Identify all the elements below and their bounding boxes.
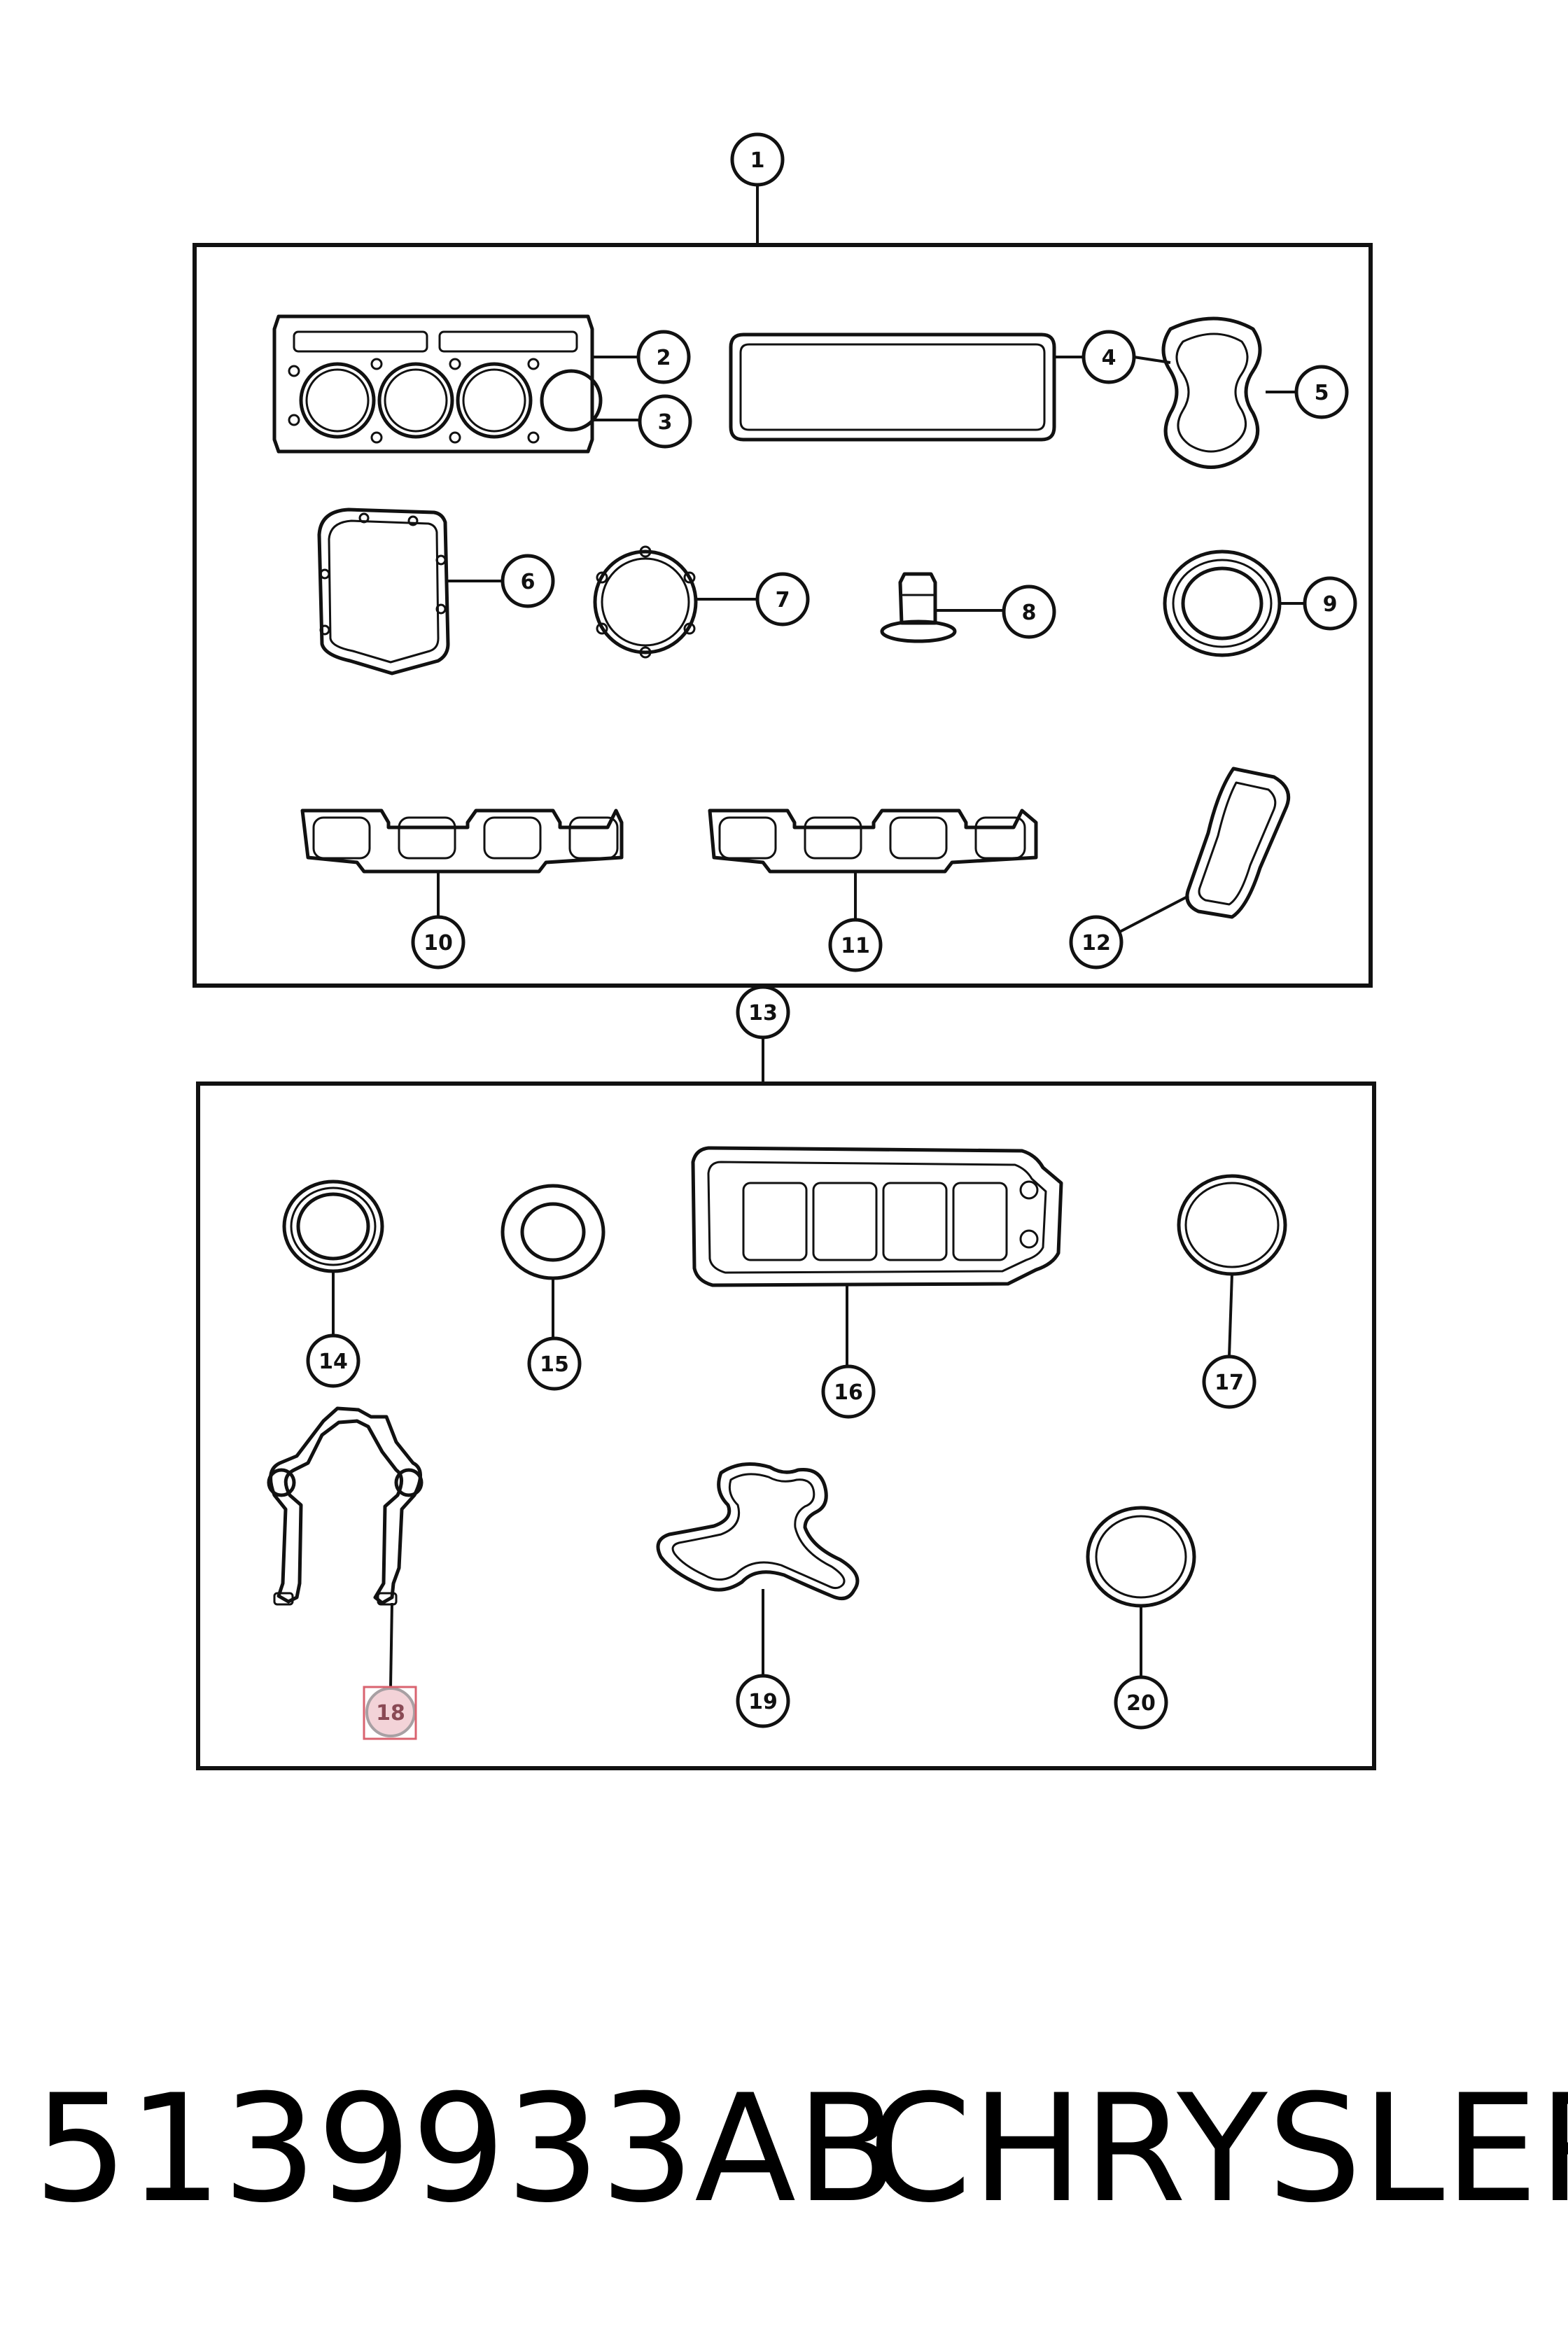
brand-name: CHRYSLER — [868, 2062, 1568, 2235]
callout-20[interactable]: 20 — [1114, 1675, 1168, 1730]
svg-text:5: 5 — [1315, 381, 1329, 405]
callout-13[interactable]: 13 — [736, 985, 790, 1040]
svg-text:10: 10 — [424, 931, 453, 955]
svg-text:14: 14 — [318, 1350, 348, 1374]
lower-kit-frame — [196, 1082, 1376, 1770]
oil-pan-gasket — [691, 1146, 1063, 1287]
svg-text:7: 7 — [776, 588, 790, 612]
callout-17[interactable]: 17 — [1202, 1354, 1256, 1409]
cover-gasket-6 — [317, 507, 450, 676]
exhaust-manifold-gasket-left — [300, 808, 624, 874]
seal-ring-20 — [1086, 1506, 1196, 1608]
callout-16[interactable]: 16 — [821, 1364, 876, 1419]
svg-text:3: 3 — [658, 410, 673, 435]
callout-1[interactable]: 1 — [730, 132, 785, 187]
timing-cover-gasket — [267, 1406, 424, 1606]
svg-text:18: 18 — [376, 1701, 405, 1726]
callout-10[interactable]: 10 — [411, 915, 465, 969]
callout-8[interactable]: 8 — [1002, 584, 1056, 639]
svg-text:17: 17 — [1214, 1371, 1244, 1395]
svg-text:1: 1 — [750, 148, 765, 173]
valve-stem-seal — [880, 572, 957, 643]
round-gasket-7 — [593, 545, 698, 659]
figure-eight-gasket — [1161, 316, 1262, 469]
callout-12[interactable]: 12 — [1069, 915, 1124, 969]
svg-text:13: 13 — [748, 1001, 778, 1026]
o-ring-15 — [500, 1184, 606, 1280]
part-number: 5139933AB — [34, 2062, 898, 2235]
callout-9[interactable]: 9 — [1303, 576, 1357, 631]
callout-6[interactable]: 6 — [500, 554, 555, 608]
exhaust-manifold-gasket-right — [708, 808, 1038, 874]
svg-text:9: 9 — [1323, 592, 1338, 617]
cylinder-head-gasket — [272, 314, 603, 454]
svg-text:20: 20 — [1126, 1691, 1156, 1716]
leader-lines — [332, 181, 1305, 1688]
upper-kit-frame — [192, 243, 1373, 988]
callout-5[interactable]: 5 — [1294, 365, 1349, 419]
callout-4[interactable]: 4 — [1082, 330, 1136, 384]
svg-text:4: 4 — [1102, 346, 1116, 370]
svg-text:8: 8 — [1022, 601, 1037, 625]
callout-3[interactable]: 3 — [638, 394, 692, 449]
oil-seal-14 — [282, 1180, 384, 1273]
svg-text:16: 16 — [834, 1380, 863, 1405]
caption: 5139933AB CHRYSLER — [0, 2044, 1568, 2254]
svg-text:15: 15 — [540, 1352, 569, 1377]
oil-seal-9 — [1163, 550, 1282, 657]
o-ring-17 — [1177, 1174, 1287, 1276]
svg-text:12: 12 — [1082, 931, 1111, 955]
callout-7[interactable]: 7 — [755, 572, 810, 626]
callout-11[interactable]: 11 — [828, 918, 883, 972]
svg-text:2: 2 — [657, 346, 671, 370]
valve-cover-gasket — [729, 332, 1056, 442]
svg-text:19: 19 — [748, 1690, 778, 1714]
callout-19[interactable]: 19 — [736, 1674, 790, 1728]
svg-text:11: 11 — [841, 934, 870, 958]
water-pump-gasket — [656, 1462, 860, 1601]
callout-18-highlighted[interactable]: 18 — [363, 1686, 417, 1740]
intake-gasket-12 — [1185, 766, 1291, 919]
svg-text:6: 6 — [521, 570, 536, 594]
callout-2[interactable]: 2 — [636, 330, 691, 384]
callout-15[interactable]: 15 — [527, 1336, 582, 1391]
callout-14[interactable]: 14 — [306, 1334, 360, 1388]
